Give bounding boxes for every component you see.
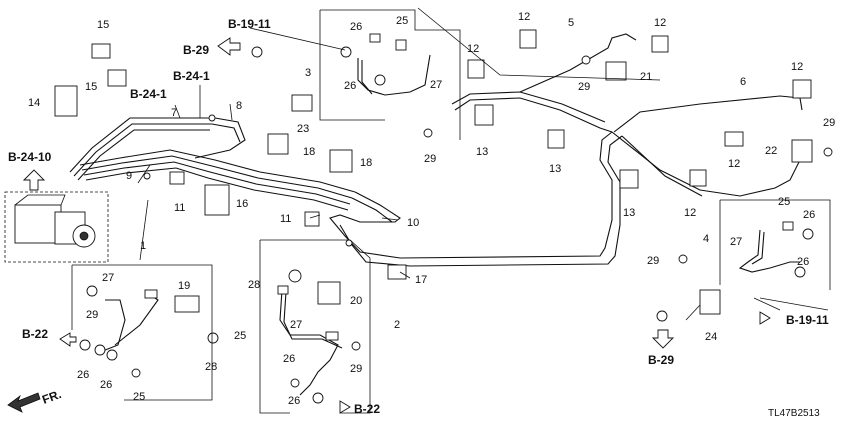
callout-3: 3 xyxy=(305,67,311,79)
arrow-right-icon-2 xyxy=(759,311,771,325)
reference-labels: B-19-11 B-29 B-24-1 B-24-1 B-24-10 B-22 … xyxy=(8,17,829,416)
callout-26d: 26 xyxy=(100,379,112,391)
callout-22: 22 xyxy=(765,145,777,157)
callout-24: 24 xyxy=(705,331,717,343)
callout-numbers: 15 15 14 7 8 9 11 16 3 26 25 26 27 23 29… xyxy=(28,11,835,407)
brake-hose-rear-right xyxy=(738,221,814,278)
callout-26c: 26 xyxy=(77,369,89,381)
callout-12f: 12 xyxy=(684,207,696,219)
arrow-left-icon-2 xyxy=(59,332,77,347)
callout-25d: 25 xyxy=(778,196,790,208)
callout-26h: 26 xyxy=(797,256,809,268)
front-direction-arrow-icon xyxy=(7,392,41,413)
callout-25a: 25 xyxy=(396,15,408,27)
callout-29a: 29 xyxy=(424,153,436,165)
callout-27d: 27 xyxy=(730,236,742,248)
callout-18a: 18 xyxy=(303,146,315,158)
callout-27c: 27 xyxy=(290,319,302,331)
ref-b24-1-b: B-24-1 xyxy=(130,87,167,101)
pipe-clips xyxy=(54,29,833,378)
callout-21: 21 xyxy=(640,71,652,83)
assembly-frames xyxy=(71,7,831,414)
callout-8: 8 xyxy=(236,100,242,112)
clip-15b xyxy=(107,69,127,87)
callout-9: 9 xyxy=(126,170,132,182)
callout-13a: 13 xyxy=(476,146,488,158)
callout-5: 5 xyxy=(568,17,574,29)
callout-2: 2 xyxy=(394,319,400,331)
ref-b19-11-top: B-19-11 xyxy=(228,17,271,31)
callout-28b: 28 xyxy=(248,279,260,291)
ref-b19-11-right: B-19-11 xyxy=(786,313,829,327)
callout-7: 7 xyxy=(171,107,177,119)
callout-26f: 26 xyxy=(288,395,300,407)
callout-1: 1 xyxy=(140,240,146,252)
callout-23: 23 xyxy=(297,123,309,135)
callout-16: 16 xyxy=(236,198,248,210)
callout-27b: 27 xyxy=(102,272,114,284)
main-brake-pipe-bundle xyxy=(69,33,803,267)
diagram-code: TL47B2513 xyxy=(768,408,820,419)
callout-15b: 15 xyxy=(85,81,97,93)
callout-26b: 26 xyxy=(344,80,356,92)
callout-18b: 18 xyxy=(360,157,372,169)
callout-29e: 29 xyxy=(350,363,362,375)
callout-6: 6 xyxy=(740,76,746,88)
callout-15a: 15 xyxy=(97,19,109,31)
ref-b22-bottom: B-22 xyxy=(354,402,380,416)
callout-29f: 29 xyxy=(647,255,659,267)
callout-29c: 29 xyxy=(823,117,835,129)
callout-12b: 12 xyxy=(654,17,666,29)
brake-hose-rear-left xyxy=(340,33,431,96)
arrow-up-icon xyxy=(22,169,46,191)
callout-13c: 13 xyxy=(623,207,635,219)
ref-b24-1-a: B-24-1 xyxy=(173,69,210,83)
callout-19: 19 xyxy=(178,280,190,292)
callout-28a: 28 xyxy=(205,361,217,373)
callout-12a: 12 xyxy=(518,11,530,23)
callout-29b: 29 xyxy=(578,81,590,93)
callout-26a: 26 xyxy=(350,21,362,33)
arrow-left-icon xyxy=(217,37,241,56)
callout-26g: 26 xyxy=(803,209,815,221)
brake-hose-right-front xyxy=(277,285,343,404)
callout-17: 17 xyxy=(415,274,427,286)
callout-12d: 12 xyxy=(791,61,803,73)
callout-13b: 13 xyxy=(549,163,561,175)
callout-29d: 29 xyxy=(86,309,98,321)
callout-25b: 25 xyxy=(234,330,246,342)
callout-20: 20 xyxy=(350,295,362,307)
arrow-icons xyxy=(7,37,771,414)
callout-12e: 12 xyxy=(728,158,740,170)
abs-modulator-unit xyxy=(4,191,109,263)
ref-b29-bottom: B-29 xyxy=(648,353,674,367)
ref-b29-top: B-29 xyxy=(183,43,209,57)
callout-10: 10 xyxy=(407,217,419,229)
ref-b24-10: B-24-10 xyxy=(8,150,52,164)
callout-14: 14 xyxy=(28,97,40,109)
callout-4: 4 xyxy=(703,233,709,245)
brake-hose-left-front xyxy=(79,289,159,361)
callout-11a: 11 xyxy=(174,202,185,214)
clip-15a xyxy=(91,43,111,59)
arrow-down-icon xyxy=(651,329,675,349)
callout-26e: 26 xyxy=(283,353,295,365)
callout-27a: 27 xyxy=(430,79,442,91)
front-direction-label: FR. xyxy=(40,387,63,407)
arrow-right-icon xyxy=(339,400,351,414)
callout-12c: 12 xyxy=(467,43,479,55)
ref-b22-left: B-22 xyxy=(22,327,48,341)
callout-25c: 25 xyxy=(133,391,145,403)
callout-11b: 11 xyxy=(280,213,291,225)
